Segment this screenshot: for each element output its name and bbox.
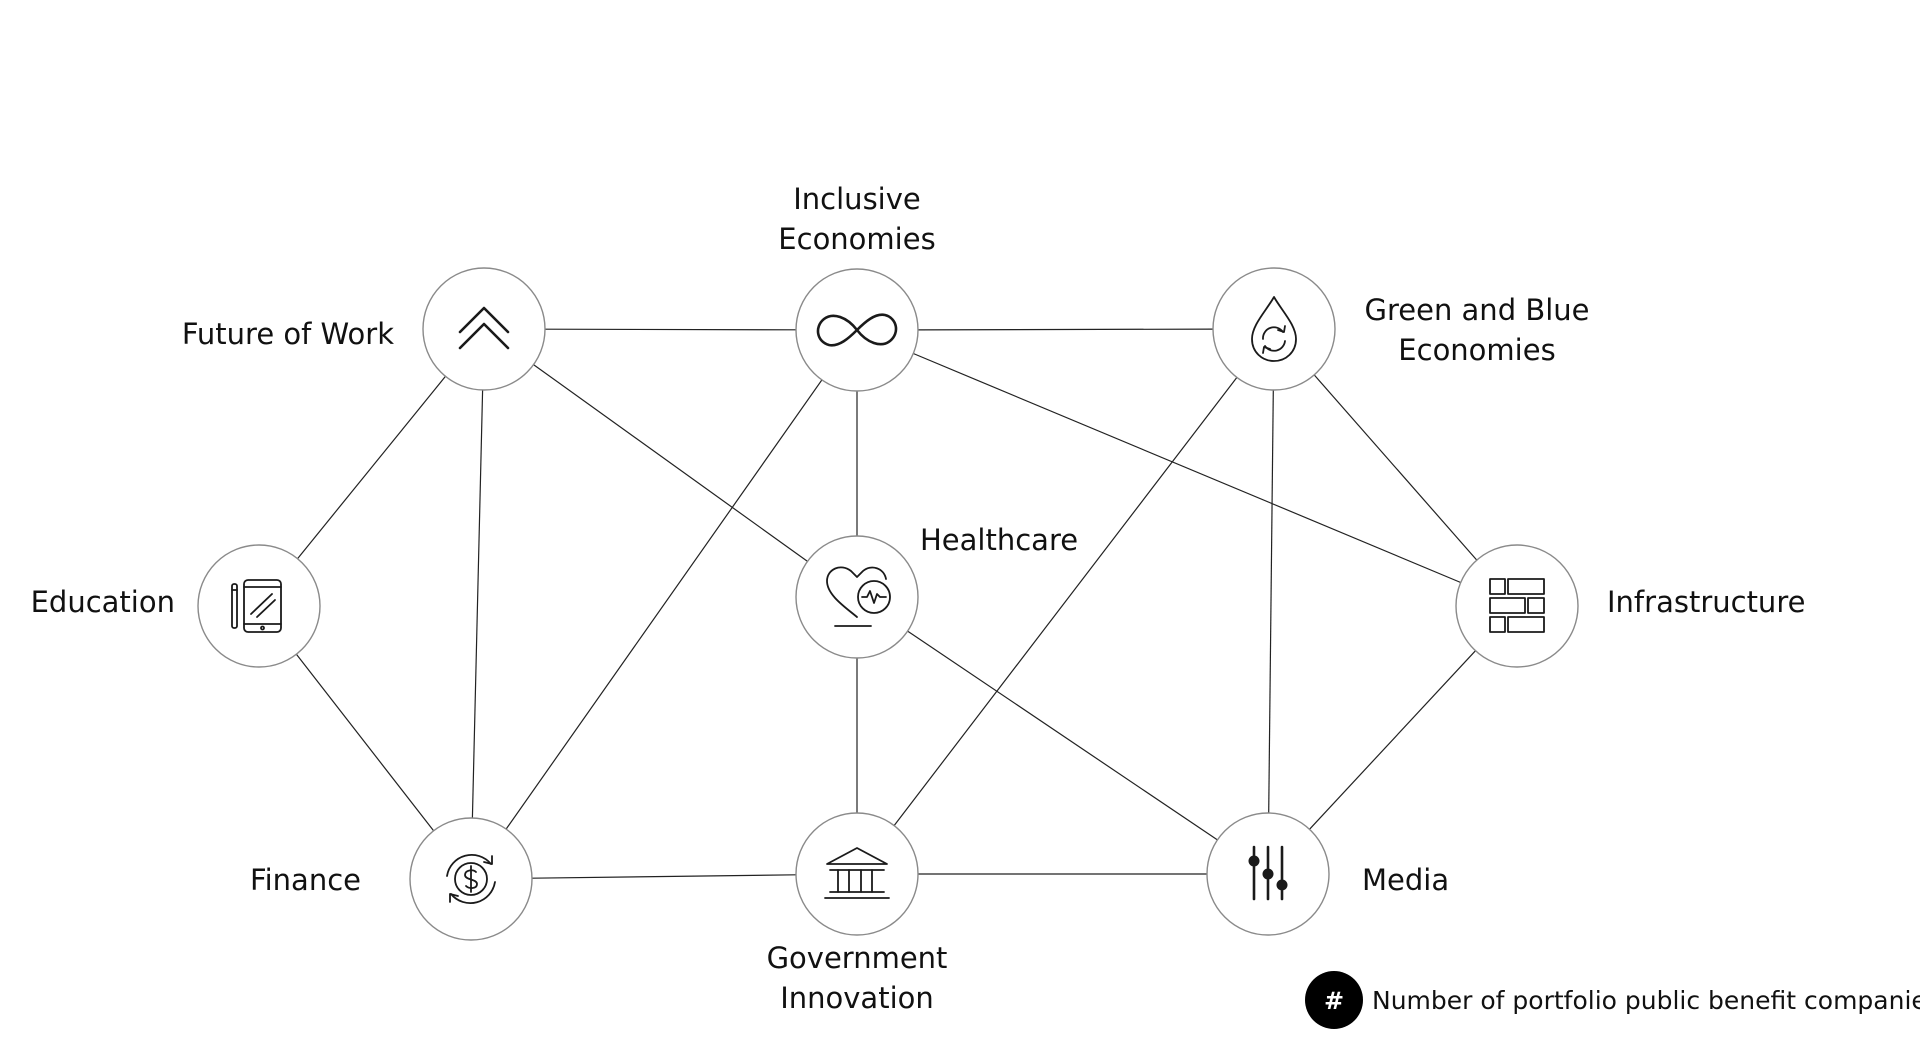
node-label-healthcare: Healthcare	[920, 523, 1078, 557]
node-label-infrastructure: Infrastructure	[1607, 585, 1805, 619]
node-label-government-line2: Innovation	[780, 981, 934, 1015]
edge-finance-government	[531, 874, 797, 879]
dollar-cycle-icon	[446, 854, 496, 904]
heart-pulse-icon	[826, 566, 891, 627]
node-label-future-of-work: Future of Work	[182, 317, 394, 351]
tablet-pencil-icon	[231, 579, 282, 633]
water-drop-recycle-icon	[1251, 296, 1297, 362]
node-label-inclusive-line2: Economies	[778, 222, 935, 256]
edge-future-of-work-education	[297, 375, 446, 560]
node-label-education: Education	[31, 585, 175, 619]
edge-healthcare-media	[907, 630, 1218, 841]
node-education[interactable]: Education	[31, 544, 321, 668]
legend-mark: #	[1324, 987, 1344, 1015]
edge-green-blue-infrastructure	[1313, 374, 1478, 561]
infinity-icon	[816, 313, 898, 347]
legend: # Number of portfolio public benefit com…	[1305, 971, 1920, 1029]
node-label-green-blue-line2: Economies	[1398, 333, 1555, 367]
node-label-government-line1: Government	[767, 941, 948, 975]
sliders-icon	[1248, 845, 1288, 901]
node-label-media: Media	[1362, 863, 1449, 897]
edge-future-of-work-healthcare	[533, 364, 808, 562]
bricks-icon	[1489, 578, 1545, 633]
edge-green-blue-government	[893, 377, 1238, 826]
government-building-icon	[824, 847, 890, 899]
edge-future-of-work-inclusive	[544, 328, 797, 331]
legend-text: Number of portfolio public benefit compa…	[1372, 986, 1920, 1015]
edge-future-of-work-finance	[471, 389, 484, 819]
double-chevron-up-icon	[458, 306, 510, 350]
node-label-inclusive-line1: Inclusive	[793, 182, 920, 216]
edge-inclusive-finance	[505, 379, 823, 830]
node-healthcare[interactable]: Healthcare	[795, 523, 1078, 659]
edge-education-finance	[295, 653, 435, 832]
edge-green-blue-media	[1268, 389, 1274, 814]
node-government-innovation[interactable]: Government Innovation	[767, 812, 948, 1015]
edge-infrastructure-media	[1309, 650, 1476, 830]
node-label-green-blue-line1: Green and Blue	[1365, 293, 1590, 327]
legend-mark-circle	[1305, 971, 1363, 1029]
node-future-of-work[interactable]: Future of Work	[182, 267, 546, 391]
node-green-blue-economies[interactable]: Green and Blue Economies	[1212, 267, 1590, 391]
node-infrastructure[interactable]: Infrastructure	[1455, 544, 1805, 668]
node-inclusive-economies[interactable]: Inclusive Economies	[778, 182, 936, 392]
edge-inclusive-green-blue	[917, 328, 1214, 331]
edge-inclusive-infrastructure	[913, 352, 1461, 584]
node-finance[interactable]: Finance	[250, 817, 533, 941]
edges-layer	[295, 328, 1478, 879]
node-media[interactable]: Media	[1206, 812, 1449, 936]
node-label-finance: Finance	[250, 863, 361, 897]
